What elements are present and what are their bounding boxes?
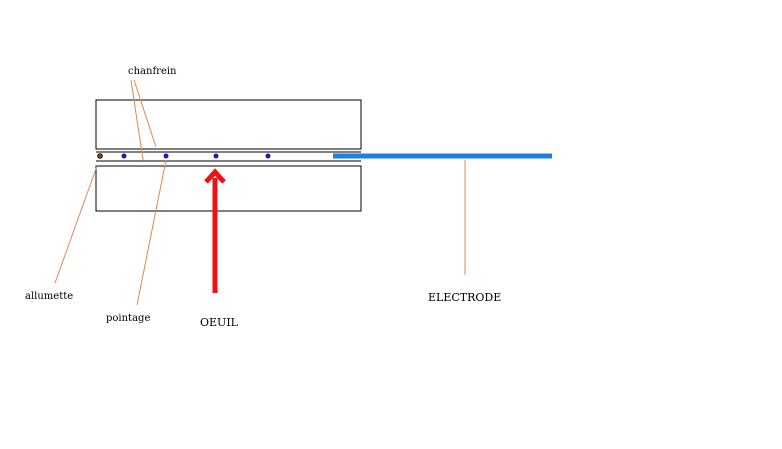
chanfrein-leader [130, 79, 144, 161]
weld-point [163, 153, 169, 159]
weld-point [265, 153, 271, 159]
label-chanfrein: chanfrein [128, 66, 177, 77]
label-oeuil: OEUIL [200, 316, 238, 329]
lower-block [95, 165, 362, 212]
weld-point [213, 153, 219, 159]
label-electrode: ELECTRODE [428, 291, 502, 304]
upper-block [95, 99, 362, 150]
allumette-leader [54, 165, 98, 284]
pointage-leader [136, 159, 167, 306]
label-allumette: allumette [25, 291, 74, 302]
match-head [97, 153, 103, 159]
chanfrein-leader [133, 79, 157, 148]
label-pointage: pointage [106, 313, 151, 324]
weld-point [121, 153, 127, 159]
eye-arrow-head [204, 168, 226, 184]
